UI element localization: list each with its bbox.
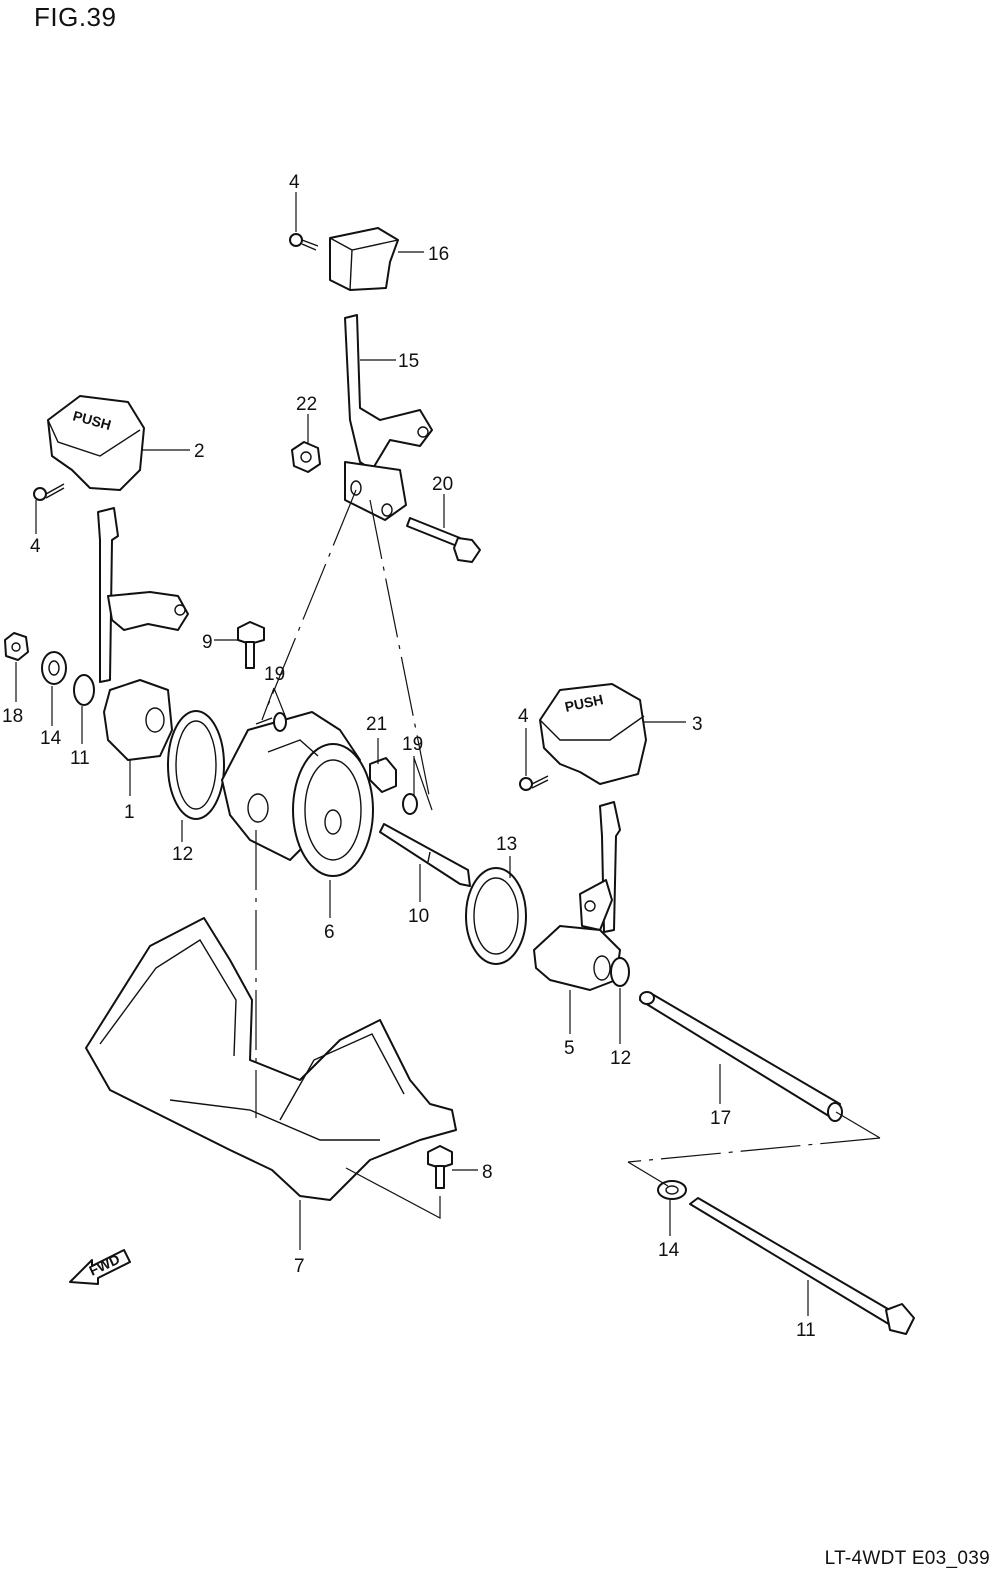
part-11-clip-left: [73, 674, 95, 706]
callout-14: 14: [40, 728, 62, 749]
callout-12: 13: [496, 834, 517, 855]
part-4-screw-right: [519, 775, 549, 791]
part-15-shaft: [639, 991, 843, 1122]
callout-12: 12: [172, 844, 193, 865]
callout-15: 17: [710, 1108, 731, 1129]
part-20-bolt: [406, 517, 481, 563]
part-22-nut: [291, 441, 321, 473]
callout-2: 2: [194, 441, 205, 462]
part-18-knob: [329, 227, 399, 291]
part-11-clip-right: [610, 957, 630, 987]
part-14-washer-left: [41, 651, 67, 685]
part-12-seal-left: [167, 710, 225, 820]
part-19-clip-upper: [273, 712, 287, 732]
callout-21: 21: [366, 714, 387, 735]
callout-3: 3: [692, 714, 703, 735]
fwd-arrow-icon: FWD: [69, 1249, 131, 1285]
part-6-housing: [221, 711, 374, 877]
leader-lines: [15, 192, 809, 1316]
callout-11: 12: [610, 1048, 631, 1069]
callout-18: 16: [428, 244, 449, 265]
part-17-lever: [344, 314, 433, 521]
callout-9: 8: [482, 1162, 493, 1183]
callout-19: 19: [264, 664, 285, 685]
callout-5: 5: [564, 1038, 575, 1059]
part-1-lever: [97, 507, 189, 761]
callout-19: 19: [402, 734, 423, 755]
callout-1: 1: [124, 802, 135, 823]
diagram-code: LT-4WDT E03_039: [824, 1548, 990, 1569]
part-4-screw-left: [33, 483, 65, 501]
callout-11: 11: [70, 748, 90, 769]
callout-8: 7: [294, 1256, 305, 1277]
assembly-lines: [255, 489, 881, 1219]
callout-17: 15: [398, 351, 419, 372]
callouts: 4 16 15 22 20 2 4 9 18 14 11 1 12 19 21 …: [2, 172, 816, 1341]
callout-16: 18: [2, 706, 23, 727]
part-7-bolt: [237, 621, 265, 669]
callout-4: 4: [289, 172, 300, 193]
part-13-bolt: [689, 1197, 915, 1335]
part-3-knob: PUSH: [539, 683, 647, 785]
part-10-shaft: [379, 823, 471, 887]
part-21-pin: [369, 757, 397, 793]
part-16-nut: [4, 632, 29, 661]
callout-6: 6: [324, 922, 335, 943]
part-4-screw-top: [289, 233, 319, 251]
callout-20: 20: [432, 474, 453, 495]
callout-10: 10: [408, 906, 429, 927]
callout-13: 11: [796, 1320, 816, 1341]
part-14-washer-lower: [657, 1180, 687, 1200]
callout-14: 14: [658, 1240, 680, 1261]
callout-4: 4: [30, 536, 41, 557]
figure-title: FIG.39: [34, 2, 117, 32]
callout-7: 9: [202, 632, 213, 653]
part-9-bolt: [427, 1145, 453, 1189]
callout-22: 22: [296, 394, 317, 415]
push-stamp-3: PUSH: [563, 691, 604, 715]
part-2-knob: PUSH: [47, 395, 145, 491]
part-19-clip-right: [402, 793, 418, 815]
part-8-bracket: [85, 917, 457, 1201]
part-5-lever: [533, 801, 621, 991]
callout-4: 4: [518, 706, 529, 727]
part-12-seal-right: [465, 867, 527, 965]
